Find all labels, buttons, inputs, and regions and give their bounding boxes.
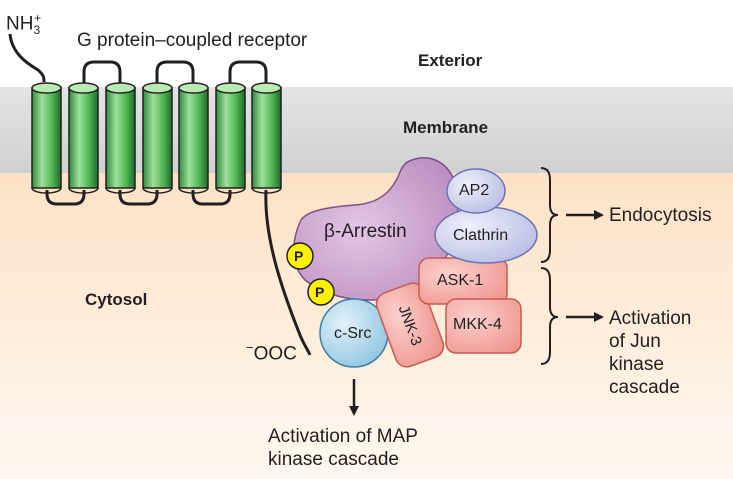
helix-2 [68,82,99,194]
exterior-label: Exterior [418,51,483,70]
phosphate-2-shape [307,278,335,306]
ap2-shape [446,168,506,214]
c-src-label: c-Src [334,325,372,342]
helix-1 [31,82,62,194]
mkk4-label: MKK-4 [453,316,502,333]
gpcr-label: G protein–coupled receptor [77,30,308,51]
endocytosis-bracket [540,167,559,263]
helix-3 [105,82,136,194]
mkk4-shape [445,298,522,354]
phosphate-1-shape [286,242,314,270]
helix-4 [142,82,173,194]
jun-bracket [540,267,559,365]
jun-activation-label: Activation of Jun kinase cascade [609,308,692,398]
ask1-label: ASK-1 [437,272,484,289]
transmembrane-helices [31,82,282,194]
phosphate-1-label: P [294,248,304,264]
ap2-label: AP2 [459,182,490,199]
helix-7 [251,82,282,194]
endocytosis-label: Endocytosis [609,205,712,226]
phosphate-2-label: P [315,284,325,300]
n-terminus-tail [8,33,46,83]
ooc-label: −OOC [246,340,297,365]
c-terminus-tail [264,189,312,356]
beta-arrestin-label: β-Arrestin [324,221,407,242]
nh3-label: NH3+ [6,11,42,38]
helix-5 [178,82,209,194]
clathrin-label: Clathrin [453,227,509,244]
extracellular-loops [82,60,268,84]
cytosol-label: Cytosol [85,290,148,309]
exterior-region [0,0,733,87]
map-activation-label: Activation of MAP kinase cascade [268,426,418,470]
intracellular-loops [45,190,232,206]
helix-6 [215,82,246,194]
membrane-label: Membrane [403,118,489,137]
